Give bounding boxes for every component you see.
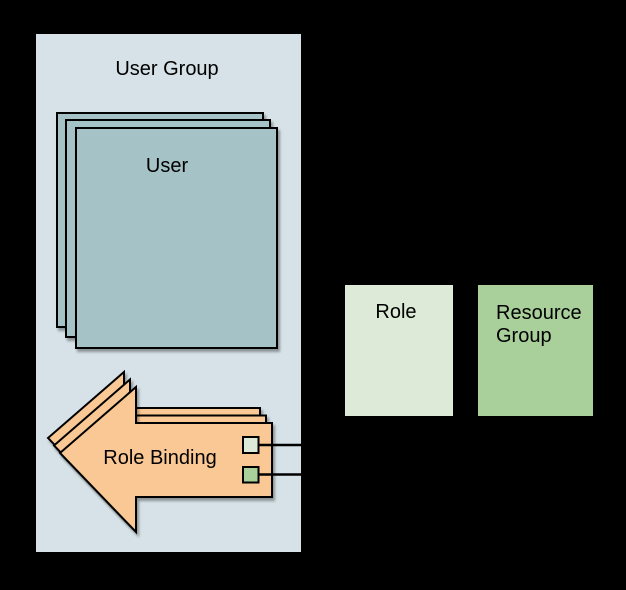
user-label: User [146,155,189,177]
resource-group-label-line2: Group [496,325,552,347]
role-label: Role [375,301,416,323]
resource-group-label-line1: Resource [496,302,582,324]
resource-group-box[interactable] [478,285,593,416]
role-binding-stack[interactable]: Role Binding [46,369,273,535]
role-binding-arrow-front[interactable] [58,384,273,535]
resource-port-square[interactable] [242,466,260,484]
role-binding-label: Role Binding [103,447,216,469]
user-card-front[interactable] [75,127,278,349]
role-box[interactable] [345,285,453,416]
user-group-label: User Group [115,58,218,80]
user-stack[interactable]: User [56,112,278,349]
role-port-square[interactable] [242,436,260,454]
